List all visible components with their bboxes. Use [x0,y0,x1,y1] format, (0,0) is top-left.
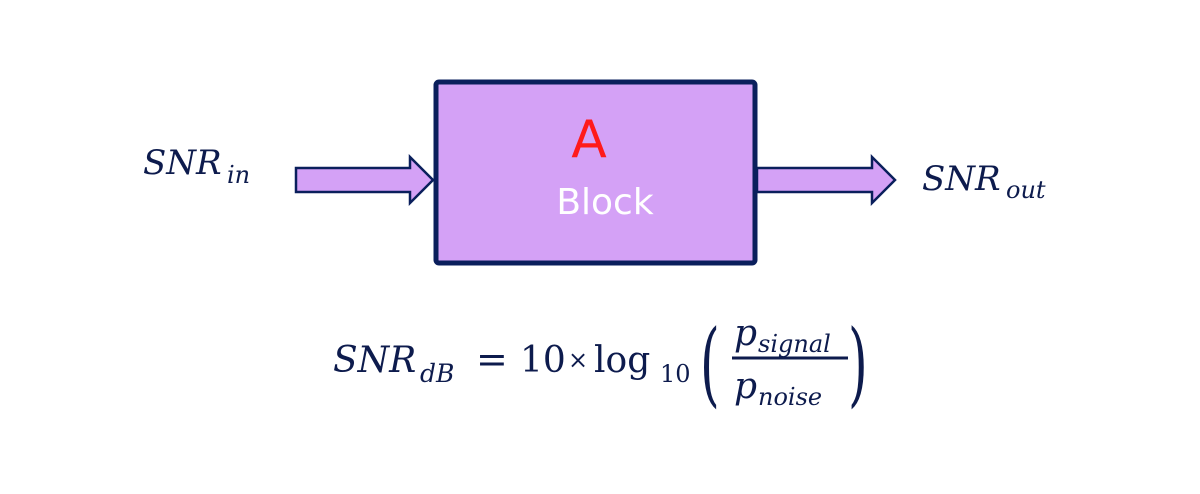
block-letter: A [571,110,607,170]
eq-lhs: SNR [333,340,416,381]
block-label: Block [556,182,654,223]
eq-num: p [734,313,757,354]
snr-db-equation: SNR dB = 10 × log 10 ( p signal p noise … [333,309,868,417]
snr-out-label: SNR [922,159,1001,199]
block-a [433,79,758,266]
eq-den: p [734,366,757,407]
output-arrow [755,153,897,207]
eq-lhs-sub: dB [420,359,454,388]
input-arrow [294,153,435,207]
snr-in-label: SNR [143,143,222,183]
eq-log-base: 10 [660,360,691,388]
eq-rparen: ) [848,309,868,417]
eq-lparen: ( [700,309,720,417]
eq-den-sub: noise [758,383,822,411]
snr-out-subscript: out [1006,176,1046,204]
eq-coef: 10 [520,340,566,381]
snr-in-subscript: in [227,161,250,189]
eq-times: × [568,346,588,374]
eq-log: log [594,340,650,381]
eq-equals: = [476,337,508,381]
eq-num-sub: signal [758,330,831,358]
